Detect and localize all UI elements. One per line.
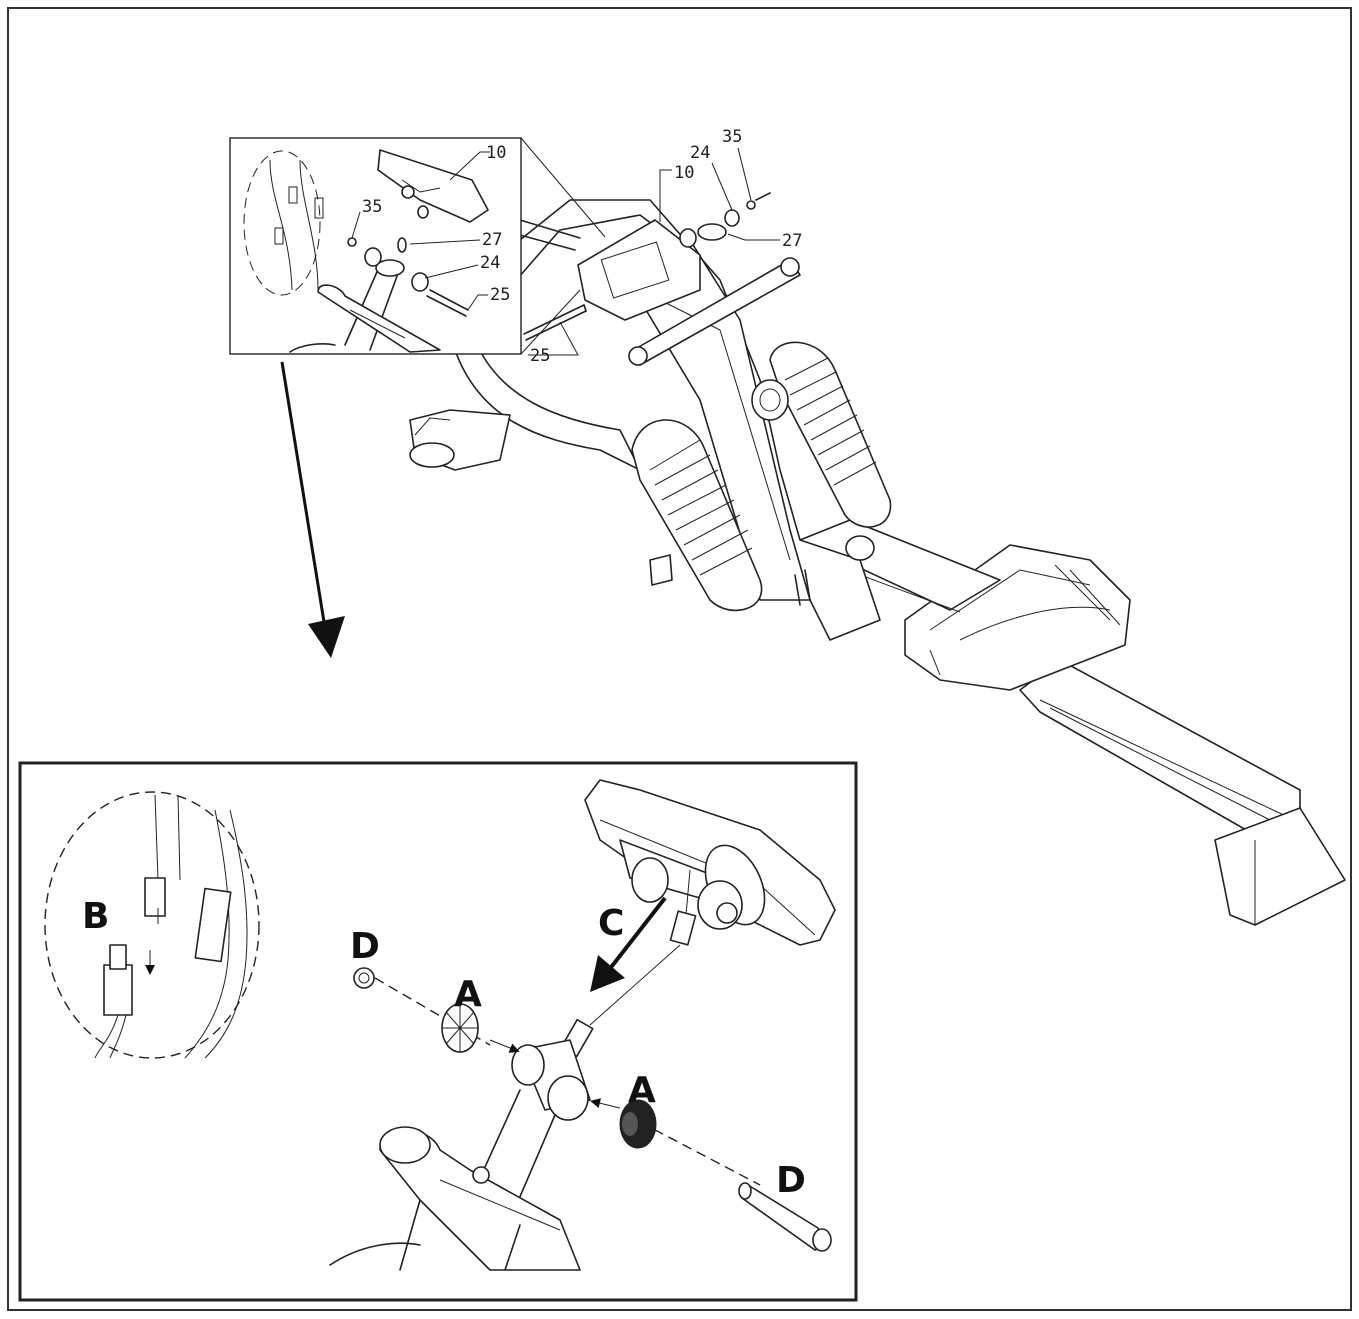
label-d-left: D [350,926,380,967]
zoom-arrowhead [308,616,345,658]
label-a-left: A [454,974,482,1015]
main-leader-lines [528,147,780,356]
rowing-machine [409,199,1346,926]
main-callout-35: 35 [722,127,742,147]
main-callout-24: 24 [690,143,710,163]
label-b: B [82,896,109,937]
inset-callout-35: 35 [362,197,382,217]
inset-callout-25: 25 [490,285,510,305]
page-frame [7,7,1352,1311]
main-callout-10: 10 [674,163,694,183]
main-exploded-parts [523,192,771,341]
small-inset [229,137,606,355]
inset-leader-lines [351,151,490,311]
inset-callout-24: 24 [480,253,500,273]
zoom-arrow [280,361,327,629]
label-a-right: A [628,1070,656,1111]
inset-callout-10: 10 [486,143,506,163]
label-d-right: D [776,1160,806,1201]
main-callout-27: 27 [782,231,802,251]
detail-inset [18,761,858,1302]
label-c: C [598,903,624,944]
main-callout-25: 25 [530,346,550,366]
inset-callout-27: 27 [482,230,502,250]
